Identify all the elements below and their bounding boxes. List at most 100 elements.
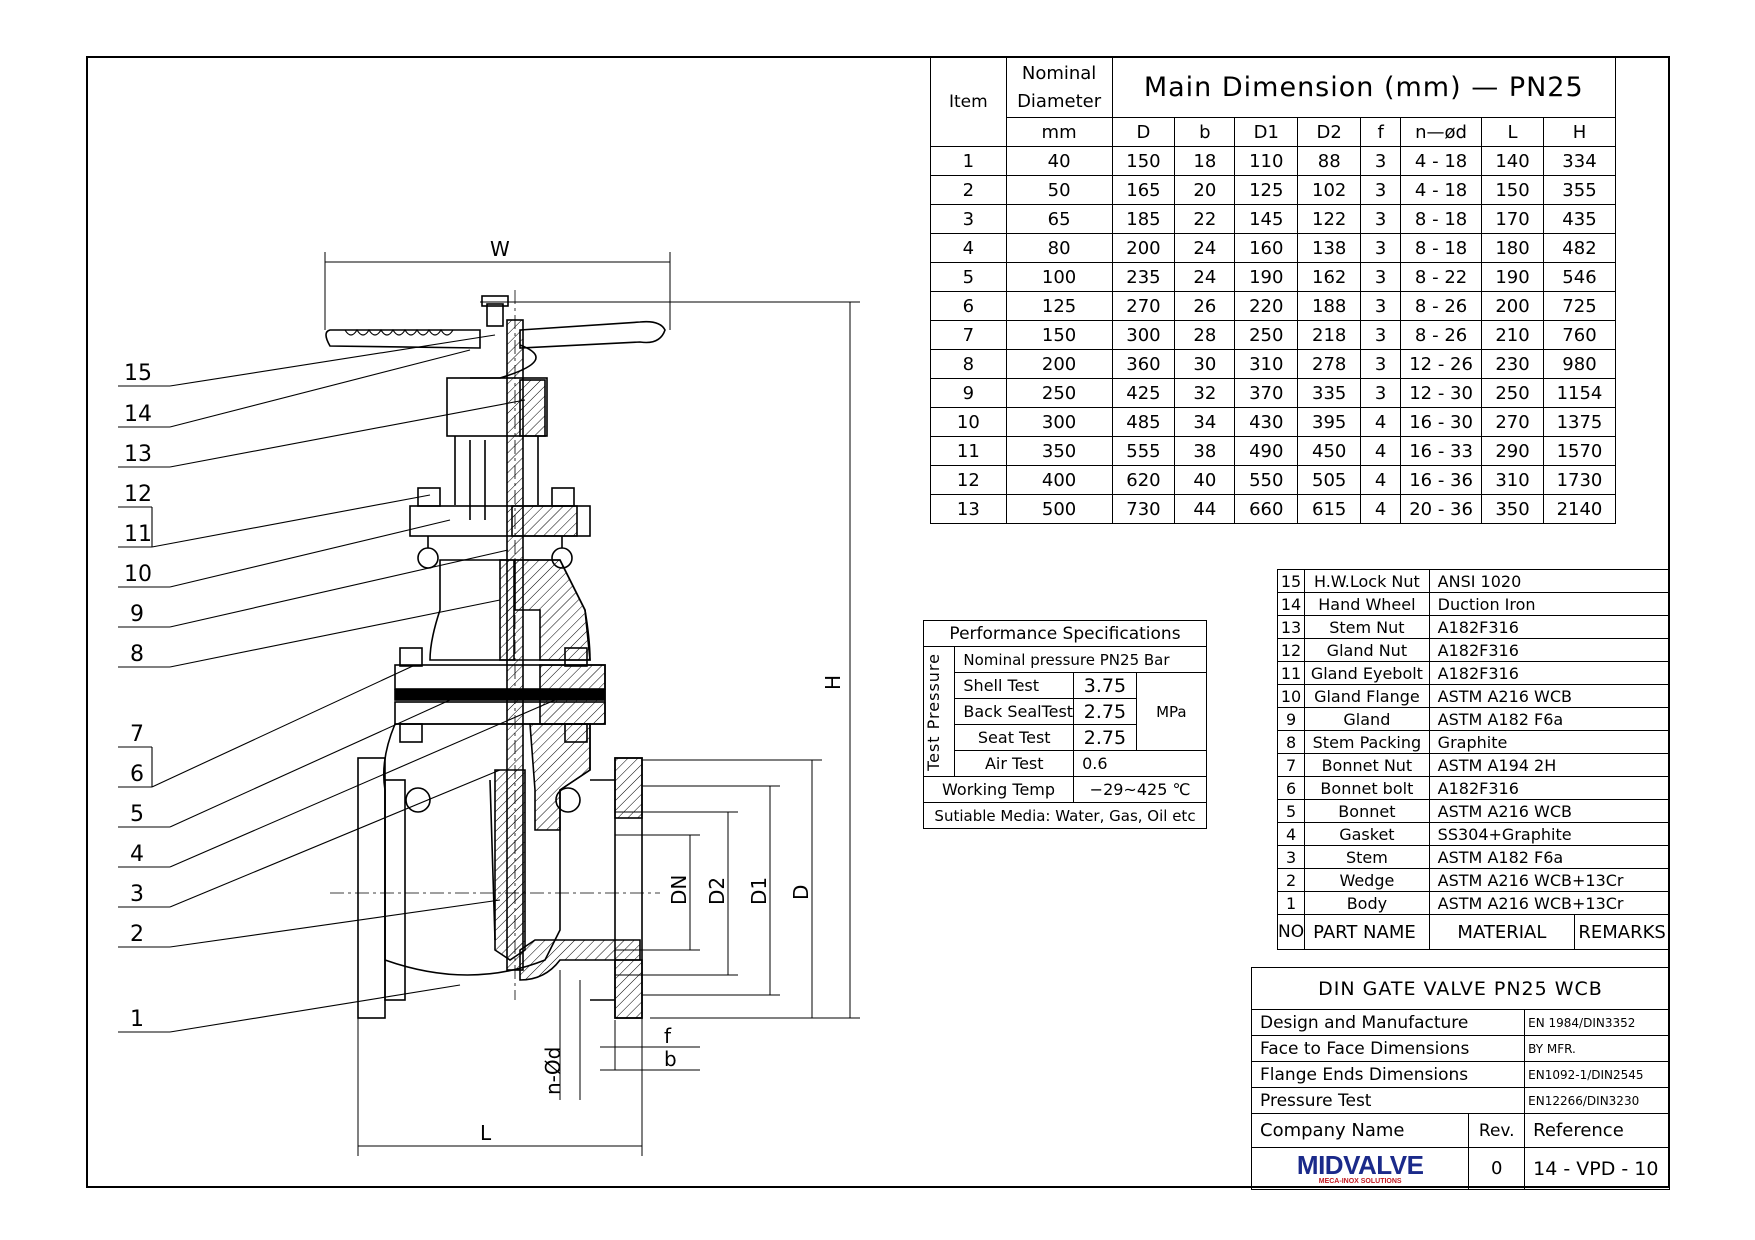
dimension-cell: 300 bbox=[1005, 407, 1113, 437]
dimension-cell: 3 bbox=[1360, 349, 1402, 379]
dimension-cell: 250 bbox=[1005, 378, 1113, 408]
dimension-cell: 88 bbox=[1297, 146, 1362, 176]
dimension-cell: 145 bbox=[1234, 204, 1299, 234]
unit-cell: mm bbox=[1005, 117, 1113, 147]
dim-h-label: H bbox=[821, 675, 845, 690]
callout-4: 4 bbox=[130, 842, 144, 867]
dimension-cell: 32 bbox=[1174, 378, 1236, 408]
part-no: 1 bbox=[1276, 891, 1306, 915]
logo-subtitle: MECA-INOX SOLUTIONS bbox=[1318, 1177, 1402, 1185]
dimension-cell: 615 bbox=[1297, 494, 1362, 524]
spec-label: Design and Manufacture bbox=[1250, 1009, 1526, 1036]
callout-11: 11 bbox=[124, 522, 152, 547]
part-no: 8 bbox=[1276, 730, 1306, 754]
callout-5: 5 bbox=[130, 802, 144, 827]
part-no: 5 bbox=[1276, 799, 1306, 823]
dimension-cell: 278 bbox=[1297, 349, 1362, 379]
title-pn: PN25 bbox=[1508, 72, 1584, 103]
dimension-cell: 65 bbox=[1005, 204, 1113, 234]
callout-6: 6 bbox=[130, 762, 144, 787]
part-material: A182F316 bbox=[1428, 638, 1671, 662]
dimension-cell: 110 bbox=[1234, 146, 1299, 176]
dimension-cell: 8 - 18 bbox=[1400, 233, 1483, 263]
part-name: Hand Wheel bbox=[1304, 592, 1430, 616]
dimension-cell: 138 bbox=[1297, 233, 1362, 263]
part-material: ANSI 1020 bbox=[1428, 569, 1671, 593]
dimension-cell: 4 bbox=[1360, 407, 1402, 437]
part-material: ASTM A194 2H bbox=[1428, 753, 1671, 777]
main-dimension-title: Main Dimension (mm) — PN25 bbox=[1111, 57, 1616, 118]
dimension-cell: 30 bbox=[1174, 349, 1236, 379]
dimension-cell: 310 bbox=[1234, 349, 1299, 379]
nominal-pressure: Nominal pressure PN25 Bar bbox=[954, 646, 1207, 673]
dimension-cell: 482 bbox=[1542, 233, 1617, 263]
dimension-cell: 3 bbox=[1360, 320, 1402, 350]
dimension-cell: 450 bbox=[1297, 436, 1362, 466]
dimension-cell: 350 bbox=[1481, 494, 1544, 524]
dimension-cell: 395 bbox=[1297, 407, 1362, 437]
dimension-cell: 4 bbox=[1360, 465, 1402, 495]
dimension-cell: 44 bbox=[1174, 494, 1236, 524]
part-no: 7 bbox=[1276, 753, 1306, 777]
dimension-cell: 355 bbox=[1542, 175, 1617, 205]
item-cell: 10 bbox=[930, 407, 1007, 437]
pressure-unit: MPa bbox=[1135, 672, 1208, 751]
callout-15: 15 bbox=[124, 361, 152, 386]
callout-2: 2 bbox=[130, 922, 144, 947]
dim-d-label: D bbox=[789, 885, 813, 900]
dimension-cell: 185 bbox=[1111, 204, 1176, 234]
dimension-cell: 150 bbox=[1111, 146, 1176, 176]
dimension-cell: 3 bbox=[1360, 175, 1402, 205]
part-material: SS304+Graphite bbox=[1428, 822, 1671, 846]
dimension-cell: 8 - 18 bbox=[1400, 204, 1483, 234]
dimension-cell: 150 bbox=[1005, 320, 1113, 350]
test-name: Seat Test bbox=[954, 724, 1075, 751]
item-cell: 3 bbox=[930, 204, 1007, 234]
part-name: Stem Packing bbox=[1304, 730, 1430, 754]
nominal-diameter-header: Nominal Diameter bbox=[1005, 57, 1113, 118]
dimension-cell: 725 bbox=[1542, 291, 1617, 321]
dimension-cell: 165 bbox=[1111, 175, 1176, 205]
part-material: Duction Iron bbox=[1428, 592, 1671, 616]
dimension-cell: 80 bbox=[1005, 233, 1113, 263]
test-name: Air Test bbox=[954, 750, 1075, 777]
dimension-cell: 620 bbox=[1111, 465, 1176, 495]
dimension-cell: 500 bbox=[1005, 494, 1113, 524]
dimension-cell: 40 bbox=[1005, 146, 1113, 176]
dimension-cell: 200 bbox=[1005, 349, 1113, 379]
dimension-cell: 550 bbox=[1234, 465, 1299, 495]
handwheel-left bbox=[325, 329, 481, 349]
part-material: ASTM A216 WCB+13Cr bbox=[1428, 868, 1671, 892]
test-pressure-text: Test Pressure bbox=[924, 652, 943, 771]
midvalve-logo: MIDVALVE bbox=[1296, 1149, 1424, 1180]
part-name: Stem Nut bbox=[1304, 615, 1430, 639]
dimension-cell: 3 bbox=[1360, 204, 1402, 234]
dimension-cell: 1154 bbox=[1542, 378, 1617, 408]
dimension-cell: 4 bbox=[1360, 436, 1402, 466]
col-header: L bbox=[1481, 117, 1544, 147]
dimension-cell: 24 bbox=[1174, 262, 1236, 292]
dimension-cell: 230 bbox=[1481, 349, 1544, 379]
part-no: 3 bbox=[1276, 845, 1306, 869]
dimension-cell: 220 bbox=[1234, 291, 1299, 321]
dimension-cell: 34 bbox=[1174, 407, 1236, 437]
dimension-cell: 400 bbox=[1005, 465, 1113, 495]
test-pressure-label: Test Pressure bbox=[922, 646, 956, 777]
part-material: ASTM A216 WCB+13Cr bbox=[1428, 891, 1671, 915]
dimension-cell: 180 bbox=[1481, 233, 1544, 263]
part-no: 13 bbox=[1276, 615, 1306, 639]
dimension-cell: 505 bbox=[1297, 465, 1362, 495]
dimension-cell: 162 bbox=[1297, 262, 1362, 292]
